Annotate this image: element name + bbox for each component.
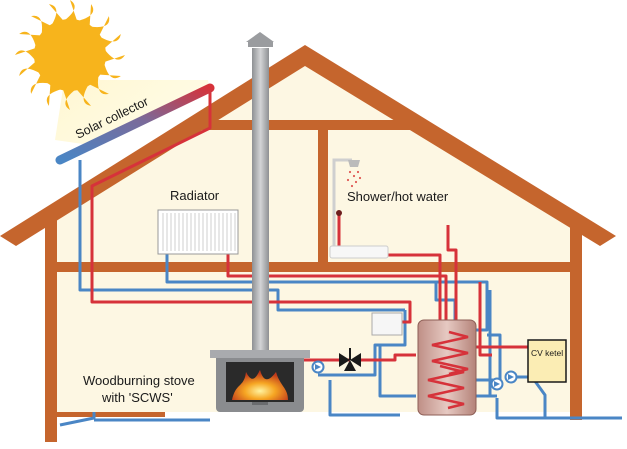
sun-beam — [55, 30, 210, 145]
water-drop — [350, 184, 354, 188]
boiler-icon — [527, 339, 567, 383]
water-drop — [348, 170, 352, 174]
shower-tray — [329, 245, 389, 259]
pump-icon — [490, 377, 504, 391]
sun-ray — [15, 47, 37, 63]
sun-ray — [31, 15, 52, 37]
chimney — [246, 32, 274, 353]
water-drop — [358, 176, 362, 180]
stove-label-line2: with 'SCWS' — [101, 390, 173, 405]
sun-ray — [88, 73, 109, 95]
water-drop — [354, 180, 358, 184]
hot-water-tank-icon — [417, 319, 477, 416]
sun-ray — [62, 88, 78, 110]
house-frame — [0, 45, 616, 442]
sun-ray — [88, 16, 110, 37]
water-drop — [346, 178, 350, 182]
hot-pipes — [90, 92, 530, 362]
pump-icon — [311, 360, 325, 374]
sun-ray — [103, 47, 125, 63]
shower-label: Shower/hot water — [347, 189, 449, 204]
cold-pipes — [59, 160, 622, 427]
sun-ray — [62, 0, 78, 22]
water-drop — [356, 170, 360, 174]
sun-ray — [30, 73, 52, 94]
shower-head-icon — [332, 158, 362, 248]
radiator-label: Radiator — [170, 188, 220, 203]
shower-connection-point — [336, 210, 342, 216]
valve-icon — [339, 348, 361, 371]
stove-label-line1: Woodburning stove — [83, 373, 195, 388]
cv-ketel-label: CV ketel — [531, 348, 563, 358]
control-box — [371, 312, 403, 336]
solar-collector-panel — [55, 83, 215, 165]
water-drop — [352, 174, 356, 178]
sun-icon — [15, 0, 125, 110]
pump-icon — [504, 370, 518, 384]
radiator-icon — [157, 209, 239, 255]
fire-icon — [232, 370, 288, 400]
